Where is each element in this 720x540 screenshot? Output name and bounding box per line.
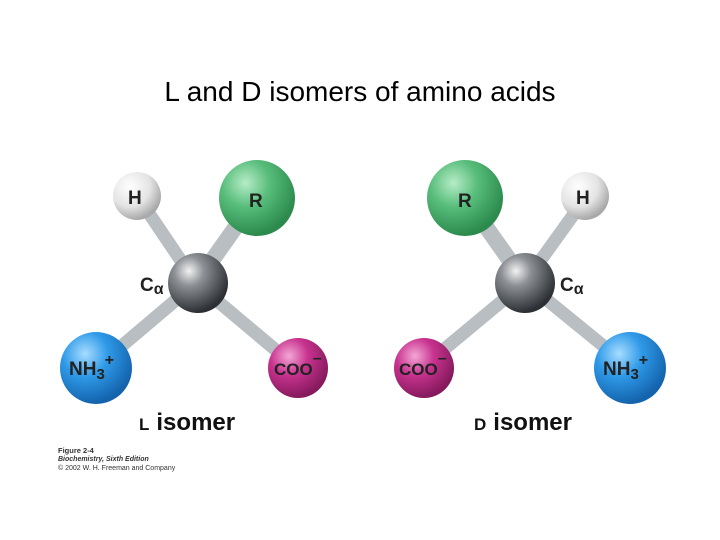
- d-hydrogen-label: H: [576, 188, 590, 209]
- d-carboxyl-group-label: COO–: [399, 350, 447, 379]
- d-amino-group-atom: [594, 332, 666, 404]
- d-alpha-carbon-label: Cα: [560, 275, 584, 298]
- figure-caption: Figure 2-4 Biochemistry, Sixth Edition ©…: [58, 446, 175, 473]
- l-r-group-atom: [219, 160, 295, 236]
- copyright-line: © 2002 W. H. Freeman and Company: [58, 465, 176, 472]
- slide-title: L and D isomers of amino acids: [164, 76, 556, 107]
- l-carboxyl-group-atom: [268, 338, 328, 398]
- l-alpha-carbon-atom: [168, 253, 228, 313]
- l-r-group-label: R: [249, 191, 263, 212]
- d-alpha-carbon-atom: [495, 253, 555, 313]
- l-hydrogen-label: H: [128, 188, 142, 209]
- figure-number: Figure 2-4: [58, 446, 94, 455]
- l-carboxyl-group-label: COO–: [274, 350, 322, 379]
- d-carboxyl-group-atom: [394, 338, 454, 398]
- d-r-group-atom: [427, 160, 503, 236]
- l-amino-group-label: NH3+: [69, 352, 114, 383]
- l-hydrogen-atom: [113, 172, 161, 220]
- d-r-group-label: R: [458, 191, 472, 212]
- book-title: Biochemistry, Sixth Edition: [58, 456, 149, 463]
- l-amino-group-atom: [60, 332, 132, 404]
- l-alpha-carbon-label: Cα: [140, 275, 164, 298]
- d-hydrogen-atom: [561, 172, 609, 220]
- d-amino-group-label: NH3+: [603, 352, 648, 383]
